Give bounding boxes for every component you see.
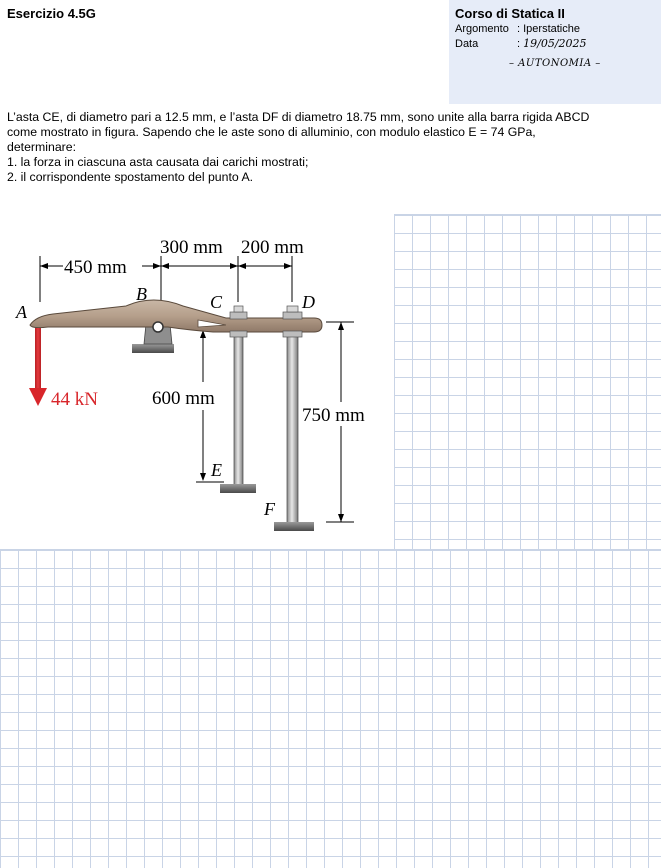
top-dimensions — [39, 256, 293, 302]
rod-ce — [233, 323, 244, 487]
course-info-box: Corso di Statica II Argomento : Iperstati… — [449, 0, 661, 104]
handwritten-note: – AUTONOMIA – — [509, 58, 601, 69]
structure-diagram: 450 mm 300 mm 200 mm 750 mm 600 mm — [15, 237, 365, 531]
dim-bc-label: 300 mm — [160, 237, 223, 258]
bolt-c — [233, 305, 244, 313]
pin-support-base — [132, 344, 174, 353]
grid-paper-bottom — [0, 549, 661, 868]
topic-value: : Iperstatiche — [517, 23, 580, 35]
dim-arrowhead — [338, 322, 344, 330]
point-a-label: A — [15, 302, 28, 322]
load-label: 44 kN — [51, 389, 98, 410]
dim-arrowhead — [338, 514, 344, 522]
date-label: Data — [455, 38, 479, 50]
dimension-arrowheads — [40, 263, 292, 269]
course-title: Corso di Statica II — [455, 6, 565, 21]
nut-d-lower — [282, 330, 303, 338]
grid-paper-right — [394, 214, 661, 551]
ground-f — [274, 522, 314, 531]
pin-b-icon — [152, 321, 164, 333]
problem-line: L’asta CE, di diametro pari a 12.5 mm, e… — [7, 110, 590, 124]
rod-df — [286, 323, 299, 525]
date-separator: : — [517, 38, 521, 50]
problem-line: determinare: — [7, 140, 77, 154]
topic-label: Argomento — [455, 23, 509, 35]
dim-ab-label: 450 mm — [64, 257, 127, 278]
point-f-label: F — [263, 499, 276, 519]
nut-c-lower — [229, 330, 248, 338]
dim-arrowhead — [200, 330, 206, 338]
problem-item-1: 1. la forza in ciascuna asta causata dai… — [7, 155, 309, 169]
dim-df-label: 750 mm — [302, 405, 365, 426]
date-value: 19/05/2025 — [523, 37, 587, 50]
load-arrow-shaft — [35, 328, 41, 388]
problem-statement: L’asta CE, di diametro pari a 12.5 mm, e… — [7, 110, 657, 185]
point-b-label: B — [136, 284, 147, 304]
dim-df-lines — [326, 321, 354, 523]
structure-figure: 450 mm 300 mm 200 mm 750 mm 600 mm — [8, 230, 394, 546]
rigid-bar-abcd — [29, 299, 323, 333]
point-e-label: E — [210, 460, 222, 480]
bar-cutout — [197, 319, 227, 328]
nut-c — [229, 311, 248, 320]
load-arrow-head — [29, 388, 47, 406]
problem-line: come mostrato in figura. Sapendo che le … — [7, 125, 536, 139]
exercise-title: Esercizio 4.5G — [7, 6, 96, 21]
dim-cd-label: 200 mm — [241, 237, 304, 258]
point-d-label: D — [301, 292, 315, 312]
dim-ce-lines — [196, 330, 224, 483]
nut-d — [282, 311, 303, 320]
point-c-label: C — [210, 292, 223, 312]
dim-arrowhead — [200, 473, 206, 481]
dim-ce-label: 600 mm — [152, 388, 215, 409]
problem-item-2: 2. il corrispondente spostamento del pun… — [7, 170, 254, 184]
topic-row: Argomento : Iperstatiche — [455, 23, 580, 35]
date-row: Data: 19/05/2025 — [455, 37, 587, 50]
bolt-d — [286, 305, 299, 313]
ground-e — [220, 484, 256, 493]
